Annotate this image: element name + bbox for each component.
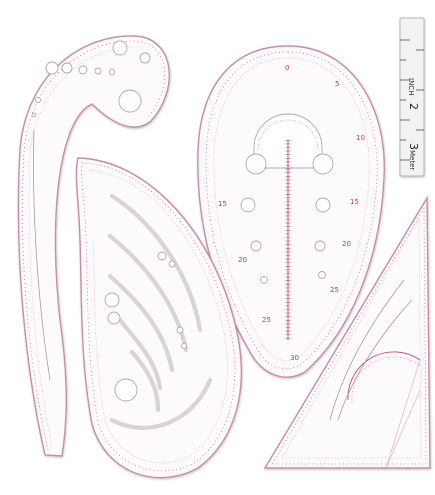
- comma-curve-holes: [104, 251, 187, 402]
- svg-text:5: 5: [335, 80, 339, 88]
- svg-text:15: 15: [350, 198, 359, 206]
- french-curve-holes: [31, 40, 151, 118]
- set-square-ruler: [263, 195, 431, 469]
- tape-unit-inch: INCH: [407, 78, 415, 95]
- svg-text:25: 25: [262, 316, 271, 324]
- svg-text:20: 20: [238, 256, 247, 264]
- tape-number-2: 2: [407, 103, 420, 110]
- teardrop-scale-labels: 0 5 10 15 20 25 30 15 20 25: [218, 64, 365, 362]
- svg-text:30: 30: [290, 354, 299, 362]
- svg-text:15: 15: [218, 200, 227, 208]
- comma-curve-slots: [107, 193, 213, 430]
- tape-unit-meter: Meter: [408, 150, 416, 170]
- teardrop-holes: [240, 153, 334, 284]
- tape-number-3: 3: [407, 143, 420, 150]
- measuring-tape: INCH 2 3 Meter: [399, 17, 425, 177]
- svg-text:20: 20: [342, 240, 351, 248]
- svg-text:25: 25: [330, 286, 339, 294]
- svg-text:0: 0: [285, 64, 289, 72]
- french-curve-ruler: [17, 35, 170, 457]
- svg-text:10: 10: [356, 134, 365, 142]
- tape-ticks: [400, 39, 424, 161]
- teardrop-ruler: 0 5 10 15 20 25 30 15 20 25: [197, 45, 385, 378]
- comma-curve-ruler: [75, 157, 242, 479]
